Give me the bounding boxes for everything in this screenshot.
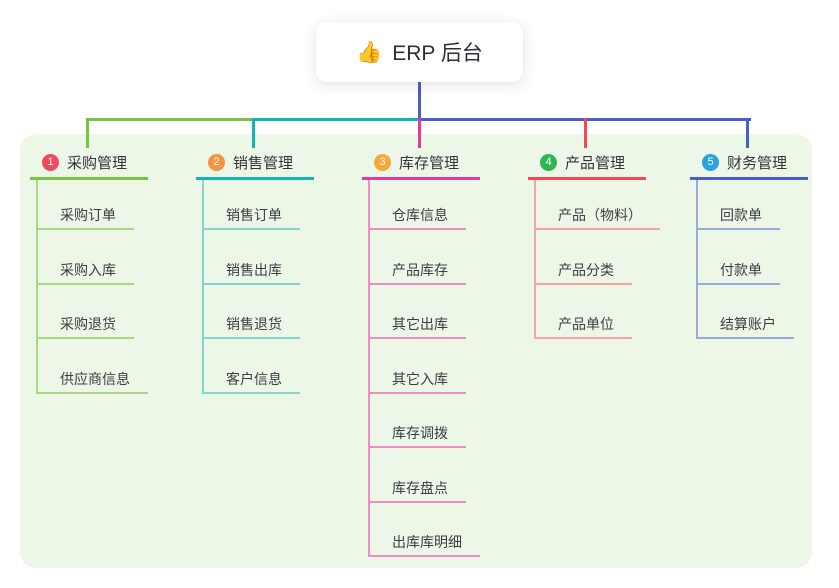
connector-children-rail xyxy=(202,180,204,394)
branch-label: 库存管理 xyxy=(399,155,460,172)
child-node[interactable]: 供应商信息 xyxy=(36,368,148,394)
connector-trunk-mid xyxy=(253,118,420,121)
branch-number-badge: 4 xyxy=(540,154,557,171)
connector-trunk-left xyxy=(87,118,254,121)
branch-node-5[interactable]: 5 财务管理 xyxy=(690,148,808,180)
branch-label: 采购管理 xyxy=(67,155,128,172)
branch-label: 销售管理 xyxy=(233,155,294,172)
child-node[interactable]: 客户信息 xyxy=(202,368,300,394)
branch-node-3[interactable]: 3 库存管理 xyxy=(362,148,480,180)
child-node[interactable]: 结算账户 xyxy=(696,313,794,339)
child-node[interactable]: 销售退货 xyxy=(202,313,300,339)
thumbs-up-icon: 👍 xyxy=(356,40,383,64)
child-node[interactable]: 库存盘点 xyxy=(368,477,466,503)
connector-children-rail xyxy=(36,180,38,394)
child-node[interactable]: 产品库存 xyxy=(368,259,466,285)
root-node-label: ERP 后台 xyxy=(392,42,483,65)
child-node[interactable]: 出库库明细 xyxy=(368,531,480,557)
child-node[interactable]: 销售订单 xyxy=(202,204,300,230)
branch-node-4[interactable]: 4 产品管理 xyxy=(528,148,646,180)
connector-branch-drop xyxy=(746,118,749,148)
connector-branch-drop xyxy=(418,118,421,148)
child-node[interactable]: 付款单 xyxy=(696,259,780,285)
child-node[interactable]: 回款单 xyxy=(696,204,780,230)
child-node[interactable]: 采购入库 xyxy=(36,259,134,285)
connector-branch-drop xyxy=(584,118,587,148)
connector-root-drop xyxy=(418,82,421,119)
child-node[interactable]: 仓库信息 xyxy=(368,204,466,230)
child-node[interactable]: 其它出库 xyxy=(368,313,466,339)
connector-branch-drop xyxy=(252,118,255,148)
branch-number-badge: 1 xyxy=(42,154,59,171)
child-node[interactable]: 产品（物料） xyxy=(534,204,660,230)
branch-number-badge: 2 xyxy=(208,154,225,171)
child-node[interactable]: 销售出库 xyxy=(202,259,300,285)
connector-children-rail xyxy=(696,180,698,339)
child-node[interactable]: 产品单位 xyxy=(534,313,632,339)
connector-children-rail xyxy=(534,180,536,339)
connector-children-rail xyxy=(368,180,370,557)
connector-branch-drop xyxy=(86,118,89,148)
child-node[interactable]: 产品分类 xyxy=(534,259,632,285)
branch-node-1[interactable]: 1 采购管理 xyxy=(30,148,148,180)
branch-label: 产品管理 xyxy=(565,155,626,172)
child-node[interactable]: 库存调拨 xyxy=(368,422,466,448)
child-node[interactable]: 采购退货 xyxy=(36,313,134,339)
child-node[interactable]: 采购订单 xyxy=(36,204,134,230)
branch-label: 财务管理 xyxy=(727,155,788,172)
branch-number-badge: 5 xyxy=(702,154,719,171)
branches-panel xyxy=(20,134,812,568)
root-node[interactable]: 👍 ERP 后台 xyxy=(316,22,523,82)
branch-node-2[interactable]: 2 销售管理 xyxy=(196,148,314,180)
child-node[interactable]: 其它入库 xyxy=(368,368,466,394)
branch-number-badge: 3 xyxy=(374,154,391,171)
